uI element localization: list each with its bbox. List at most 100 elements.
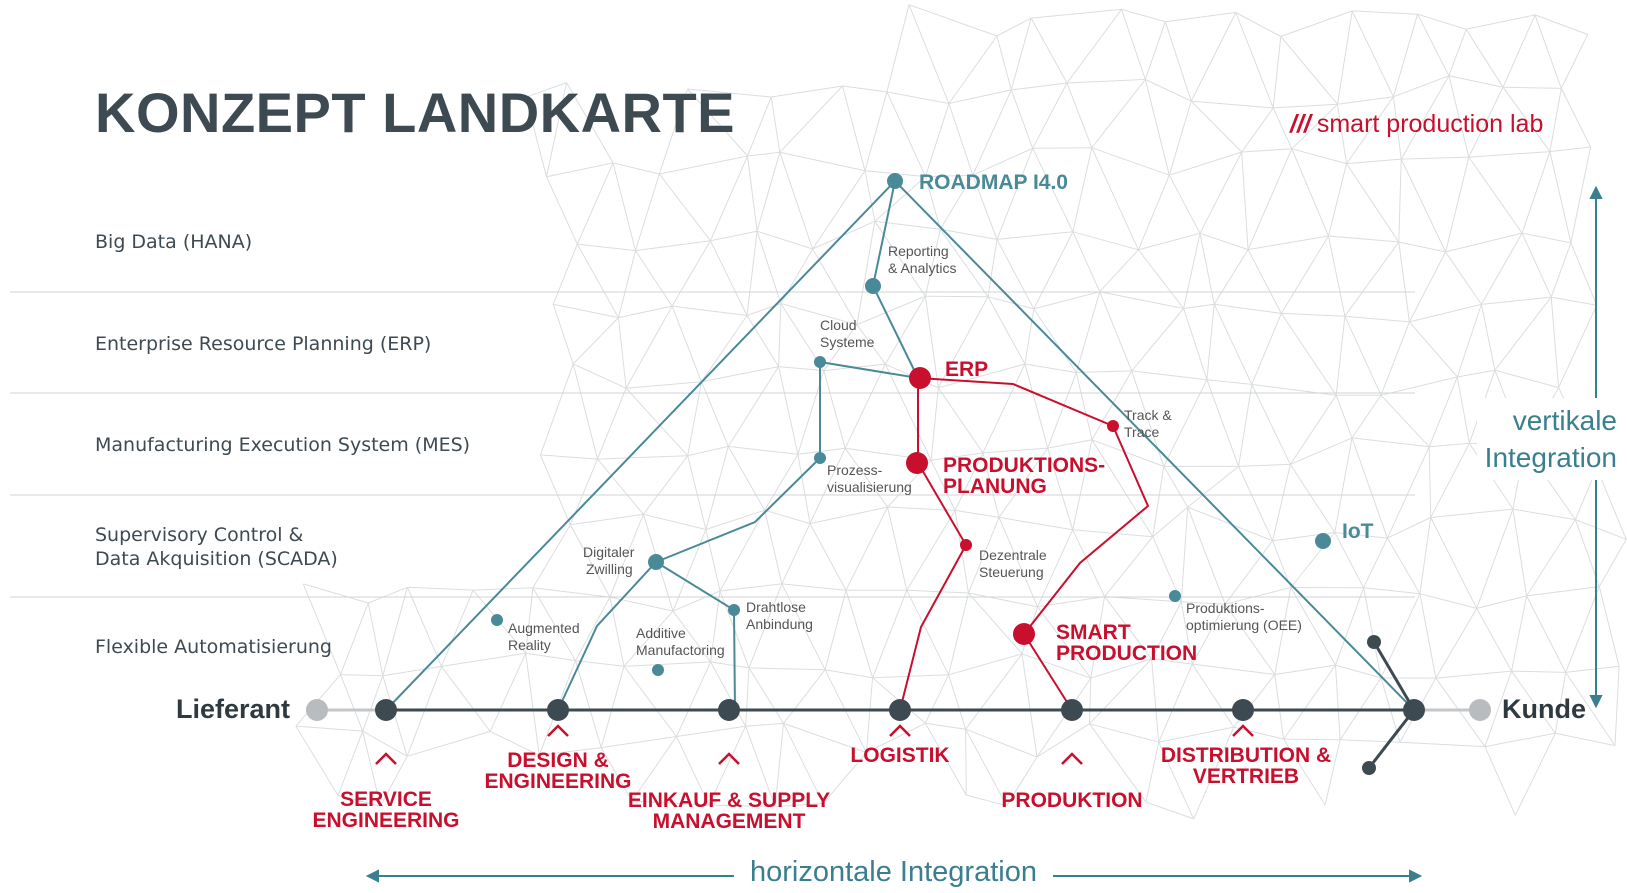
mesh-edge xyxy=(1502,14,1536,88)
mesh-edge xyxy=(745,726,776,807)
horizontal-integration-text: horizontale Integration xyxy=(734,856,1053,889)
mesh-edge xyxy=(1158,663,1193,743)
mesh-edge xyxy=(1272,107,1293,150)
mesh-edge xyxy=(1152,506,1189,538)
mesh-edge xyxy=(709,155,748,241)
mesh-edge xyxy=(1272,540,1292,588)
mesh-edge xyxy=(783,669,826,724)
mesh-edge xyxy=(1066,82,1093,148)
mesh-edge xyxy=(676,736,710,806)
mesh-edge xyxy=(1290,587,1336,666)
chevron-up-icon xyxy=(1232,724,1254,737)
mesh-edge xyxy=(1558,304,1598,388)
horizontal-integration-label: horizontale Integration xyxy=(0,856,1627,889)
mesh-edge xyxy=(998,516,1073,531)
mesh-edge xyxy=(779,85,843,153)
mesh-edge xyxy=(1047,439,1093,449)
mesh-edge xyxy=(1206,379,1252,385)
mesh-edge xyxy=(489,730,540,756)
mesh-edge xyxy=(1072,147,1093,232)
mesh-edge xyxy=(302,583,341,675)
node-produktionsopt xyxy=(1169,590,1181,602)
chevron-up-icon xyxy=(718,752,740,765)
mesh-edge xyxy=(748,667,784,724)
mesh-edge xyxy=(938,363,1026,389)
mesh-edge xyxy=(1335,395,1353,439)
mesh-edge xyxy=(1386,446,1430,539)
mesh-edge xyxy=(1514,733,1556,816)
mesh-edge xyxy=(825,669,873,679)
mesh-edge xyxy=(1091,147,1170,176)
mesh-edge xyxy=(701,315,748,383)
mesh-edge xyxy=(1511,595,1528,672)
mesh-edge xyxy=(705,446,729,530)
mesh-edge xyxy=(1180,507,1189,602)
label-drahtlose-2: Anbindung xyxy=(746,616,813,632)
chevron-up-icon xyxy=(1061,752,1083,765)
mesh-edge xyxy=(1274,587,1292,675)
mesh-edge xyxy=(1549,151,1572,244)
mesh-edge xyxy=(1030,17,1068,84)
mesh-edge xyxy=(865,677,874,753)
mesh-edge xyxy=(671,240,711,307)
mesh-edge xyxy=(1328,235,1346,317)
end-label-kunde: Kunde xyxy=(1502,694,1586,724)
mesh-edge xyxy=(1037,596,1105,608)
mesh-edge xyxy=(872,590,908,678)
mesh-edge xyxy=(1408,251,1447,323)
mesh-edge xyxy=(1283,664,1336,740)
node-dezentrale xyxy=(960,539,972,551)
layer-label-big-data: Big Data (HANA) xyxy=(95,231,253,253)
mesh-edge xyxy=(1392,96,1402,160)
mesh-edge xyxy=(1570,146,1592,244)
mesh-edge xyxy=(1502,86,1562,89)
mesh-edge xyxy=(1484,670,1512,747)
label-dezentrale-2: Steuerung xyxy=(979,564,1044,580)
mesh-edge xyxy=(672,305,748,316)
mesh-edge xyxy=(1428,376,1458,447)
mesh-edge xyxy=(1024,363,1077,373)
category-service-2: ENGINEERING xyxy=(312,809,459,832)
mesh-edge xyxy=(1291,103,1338,150)
mesh-edge xyxy=(781,583,826,670)
end-label-lieferant: Lieferant xyxy=(176,694,291,724)
mesh-edge xyxy=(575,660,602,748)
mesh-edge xyxy=(748,667,826,671)
mesh-edge xyxy=(1158,741,1195,820)
mesh-edge xyxy=(609,596,674,612)
mesh-edge xyxy=(1199,232,1249,251)
mesh-edge xyxy=(1131,370,1207,381)
mesh-edge xyxy=(612,162,636,251)
mesh-edge xyxy=(1076,370,1132,373)
node-cloud xyxy=(814,356,826,368)
node-logistik xyxy=(889,699,911,721)
mesh-edge xyxy=(982,452,1000,518)
mesh-edge xyxy=(778,303,782,367)
mesh-edge xyxy=(1224,540,1274,605)
mesh-edge xyxy=(856,324,886,365)
mesh-edge xyxy=(572,317,619,365)
mesh-edge xyxy=(1213,249,1249,305)
mesh-edge xyxy=(948,103,974,176)
mesh-edge xyxy=(844,448,889,508)
mesh-edge xyxy=(874,176,926,222)
mesh-edge xyxy=(931,452,983,461)
mesh-edge xyxy=(1481,296,1552,305)
node-produktion xyxy=(1061,699,1083,721)
axis-nodes xyxy=(306,635,1491,775)
mesh-edge xyxy=(1352,10,1418,15)
mesh-edge xyxy=(728,445,798,455)
mesh-edge xyxy=(625,387,689,457)
mesh-edge xyxy=(672,590,721,612)
mesh-edge xyxy=(1430,443,1470,518)
category-service-1: SERVICE xyxy=(340,788,432,811)
mesh-edge xyxy=(601,736,677,749)
mesh-edge xyxy=(687,381,702,456)
category-chevrons xyxy=(375,724,1254,765)
mesh-edge xyxy=(1565,672,1616,746)
mesh-edge xyxy=(1290,437,1353,465)
mesh-edge xyxy=(925,174,973,178)
mesh-edge xyxy=(676,725,746,737)
mesh-edge xyxy=(727,446,766,511)
mesh-edge xyxy=(1214,303,1282,314)
